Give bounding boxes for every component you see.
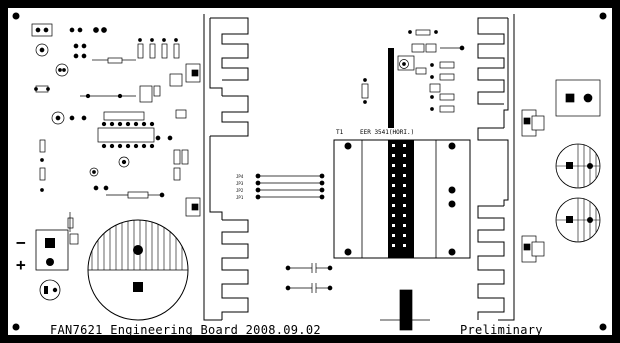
polarity-plus: +	[16, 255, 26, 274]
jumper-label-jp4: JP4	[236, 174, 244, 179]
mount-hole-bl	[12, 323, 20, 331]
output-capacitor-2	[555, 197, 601, 243]
output-capacitor-1	[555, 143, 601, 189]
heatsink-right	[477, 14, 515, 321]
transformer-ref: T1	[336, 129, 344, 136]
secondary-circuit	[361, 29, 601, 263]
jumper-label-jp2: JP2	[236, 188, 244, 193]
heatsink-left	[203, 14, 249, 321]
transformer-t1: T1 EER 3541(HORI.)	[333, 48, 471, 259]
mount-hole-tr	[599, 12, 607, 20]
board-status: Preliminary	[460, 323, 543, 337]
power-connector: − +	[16, 229, 79, 274]
mount-hole-br	[599, 323, 607, 331]
transformer-part: EER 3541(HORI.)	[360, 129, 414, 136]
transformer-pins	[392, 144, 406, 247]
mount-hole-tl	[12, 12, 20, 20]
jumper-group: JP4 JP3 JP2 JP1	[236, 173, 325, 200]
jumper-label-jp3: JP3	[236, 181, 244, 186]
jumper-label-jp1: JP1	[236, 195, 244, 200]
left-circuit-area	[31, 23, 201, 232]
fuse-f101	[39, 279, 61, 301]
bulk-capacitor	[87, 219, 189, 321]
board-title: FAN7621 Engineering Board 2008.09.02	[50, 323, 321, 337]
polarity-minus: −	[16, 233, 26, 252]
bottom-middle-components	[285, 263, 430, 331]
